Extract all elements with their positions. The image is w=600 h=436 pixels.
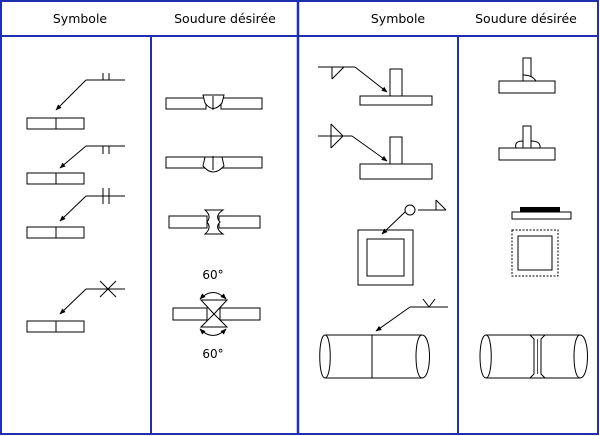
symbol-square-butt-2 — [26, 145, 125, 185]
angle-label-bottom: 60° — [202, 347, 223, 361]
weld-square-butt-both — [168, 209, 261, 235]
header-left-symbol: Symbole — [53, 11, 108, 26]
symbol-square-butt-1 — [26, 73, 125, 130]
symbol-pipe-v-butt — [319, 298, 448, 379]
header-right-weld: Soudure désirée — [475, 11, 577, 26]
symbol-fillet-all-around — [357, 199, 447, 286]
weld-fillet-tee-both-sides — [498, 125, 556, 161]
symbol-double-v-x — [26, 280, 125, 333]
symbol-fillet-tee-both-sides — [318, 123, 433, 180]
weld-double-v-60: 60° 60° — [172, 268, 261, 361]
header-left-weld: Soudure désirée — [174, 11, 276, 26]
symbol-square-butt-both — [26, 188, 125, 239]
symbol-fillet-tee-arrow-side — [318, 66, 433, 106]
weld-fillet-all-around — [511, 207, 572, 277]
weld-pipe-v-butt — [479, 334, 588, 379]
weld-square-butt-1 — [165, 94, 263, 110]
header-right-symbol: Symbole — [371, 11, 426, 26]
angle-label-top: 60° — [202, 268, 223, 282]
weld-square-butt-2 — [165, 156, 263, 173]
weld-fillet-tee-one-side — [498, 57, 556, 94]
